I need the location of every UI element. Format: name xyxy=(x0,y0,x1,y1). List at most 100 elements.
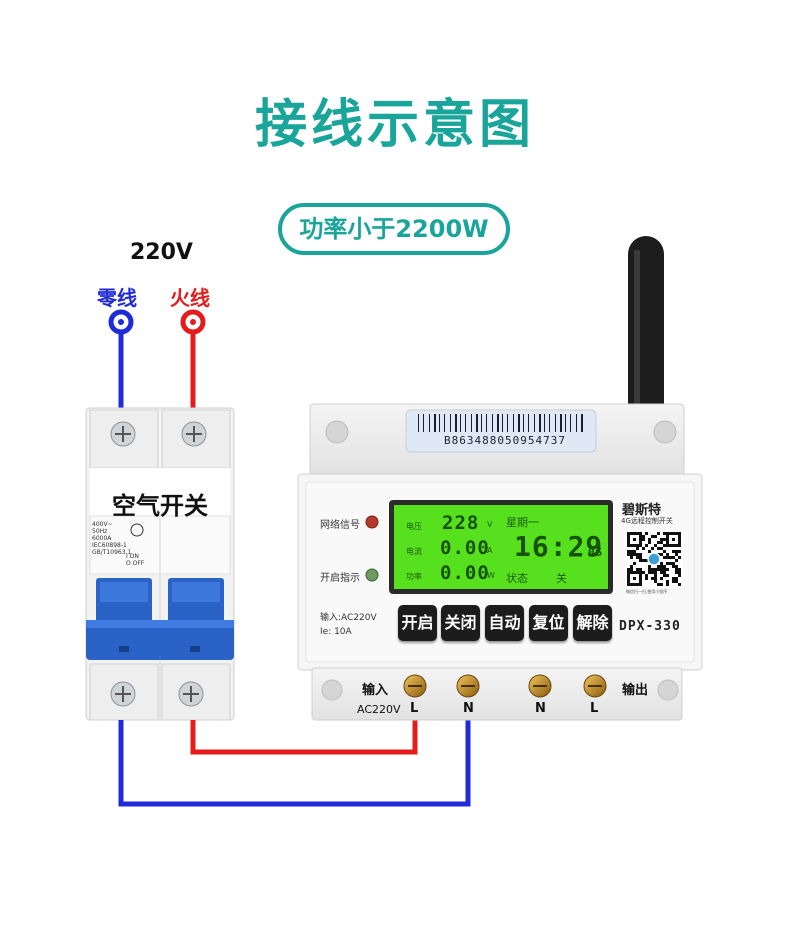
qr-module xyxy=(666,535,669,538)
qr-module xyxy=(645,574,648,577)
qr-logo-icon xyxy=(647,552,661,566)
qr-module xyxy=(630,568,633,571)
qr-module xyxy=(651,535,654,538)
qr-module xyxy=(675,550,678,553)
qr-module xyxy=(672,556,675,559)
qr-module xyxy=(630,544,633,547)
qr-module xyxy=(678,583,681,586)
qr-module xyxy=(639,580,642,583)
qr-module xyxy=(672,544,675,547)
lcd-current-unit: A xyxy=(487,546,493,555)
qr-module xyxy=(648,541,651,544)
barcode-bar xyxy=(576,414,577,432)
barcode-bar xyxy=(429,414,430,432)
supply-live-terminal xyxy=(180,309,206,412)
barcode-bar xyxy=(507,414,508,432)
qr-module xyxy=(627,574,630,577)
qr-module xyxy=(660,583,663,586)
barcode-bar xyxy=(502,414,503,432)
breaker-label: 空气开关 xyxy=(112,492,208,520)
qr-module xyxy=(675,565,678,568)
qr-module xyxy=(639,568,642,571)
network-led xyxy=(365,515,379,529)
qr-module xyxy=(627,580,630,583)
lcd-seconds: 05 xyxy=(588,546,604,559)
breaker-on-marking: I ON xyxy=(126,553,139,560)
qr-module xyxy=(660,571,663,574)
air-breaker xyxy=(85,407,235,721)
qr-module xyxy=(645,532,648,535)
qr-module xyxy=(642,535,645,538)
qr-module xyxy=(672,532,675,535)
lcd-status-label: 状态 xyxy=(506,572,528,585)
qr-caption: 微信扫一扫,使用小程序 xyxy=(626,589,668,594)
qr-module xyxy=(660,553,663,556)
current-spec: Ie: 10A xyxy=(320,627,352,637)
barcode-bar xyxy=(444,414,445,432)
qr-module xyxy=(663,550,666,553)
barcode-bar xyxy=(418,414,419,432)
qr-module xyxy=(669,562,672,565)
lcd-power-value: 0.00 xyxy=(440,562,490,584)
qr-module xyxy=(627,532,630,535)
qr-module xyxy=(633,538,636,541)
input-spec: 输入:AC220V xyxy=(320,613,377,623)
ccc-mark-icon xyxy=(130,523,144,537)
breaker-top-screw-n xyxy=(110,421,136,447)
qr-module xyxy=(633,544,636,547)
qr-module xyxy=(630,556,633,559)
barcode-bar xyxy=(544,414,545,432)
barcode-bar xyxy=(497,414,499,432)
barcode-bar xyxy=(471,414,472,432)
qr-module xyxy=(660,547,663,550)
qr-module xyxy=(639,538,642,541)
qr-module xyxy=(636,571,639,574)
qr-module xyxy=(675,559,678,562)
qr-module xyxy=(654,580,657,583)
barcode-bar xyxy=(549,414,550,432)
qr-module xyxy=(672,577,675,580)
release-button[interactable]: 解除 xyxy=(573,605,612,641)
neutral-wire-label: 零线 xyxy=(97,286,137,310)
qr-module xyxy=(645,559,648,562)
qr-module xyxy=(672,565,675,568)
qr-module xyxy=(678,556,681,559)
power-led xyxy=(365,568,379,582)
qr-module xyxy=(636,556,639,559)
terminal-label-input-n: N xyxy=(463,701,474,716)
open-button[interactable]: 开启 xyxy=(398,605,437,641)
breaker-bottom-screw-n xyxy=(110,681,136,707)
lcd-screen xyxy=(394,505,608,589)
qr-module xyxy=(660,565,663,568)
breaker-spec-line: 400V~ xyxy=(92,521,113,528)
qr-module xyxy=(663,574,666,577)
power-limit-badge: 功率小于2200W xyxy=(278,203,510,255)
barcode-bar xyxy=(539,414,541,432)
qr-module xyxy=(672,550,675,553)
qr-module xyxy=(657,547,660,550)
qr-module xyxy=(654,574,657,577)
qr-module xyxy=(630,583,633,586)
qr-module xyxy=(663,568,666,571)
qr-module xyxy=(627,550,630,553)
qr-code xyxy=(625,530,683,588)
close-button[interactable]: 关闭 xyxy=(441,605,480,641)
qr-module xyxy=(633,583,636,586)
qr-module xyxy=(666,562,669,565)
breaker-spec: 400V~ 50Hz 6000A IEC60898-1 GB/T10963.1 xyxy=(92,521,131,556)
reset-button[interactable]: 复位 xyxy=(529,605,568,641)
qr-module xyxy=(663,571,666,574)
qr-module xyxy=(645,544,648,547)
qr-module xyxy=(675,553,678,556)
auto-button[interactable]: 自动 xyxy=(485,605,524,641)
qr-module xyxy=(669,544,672,547)
qr-module xyxy=(675,568,678,571)
breaker-spec-line: GB/T10963.1 xyxy=(92,549,132,556)
terminal-input-label: 输入 xyxy=(362,683,389,698)
qr-module xyxy=(654,544,657,547)
qr-module xyxy=(630,571,633,574)
lcd-time: 16:29 xyxy=(514,530,604,563)
qr-module xyxy=(633,577,636,580)
lcd-voltage-unit: V xyxy=(487,520,493,529)
